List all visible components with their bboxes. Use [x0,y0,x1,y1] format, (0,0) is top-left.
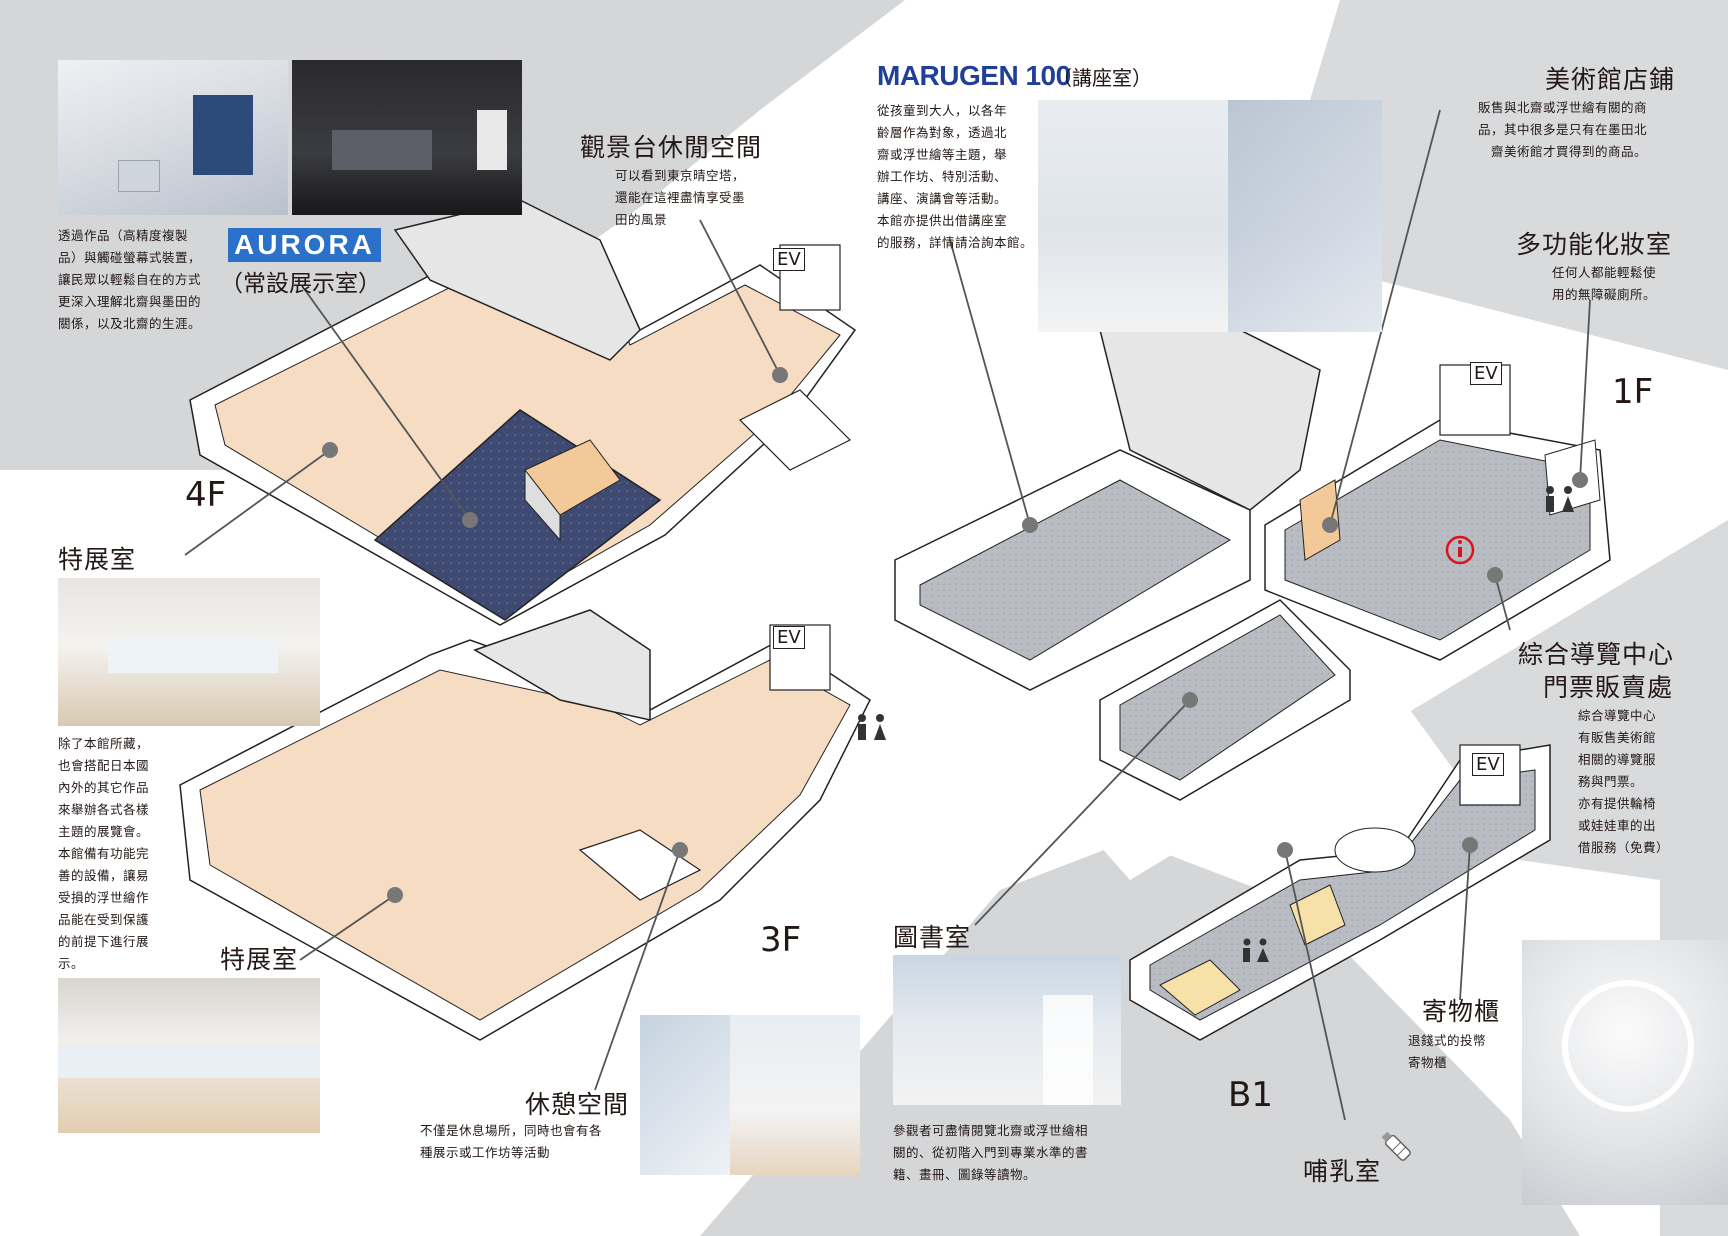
observation-lounge-description: 可以看到東京晴空塔，還能在這裡盡情享受墨田的風景 [615,168,746,227]
rest-area-description: 不僅是休息場所，同時也會有各種展示或工作坊等活動 [420,1123,603,1160]
library-title: 圖書室 [893,923,972,952]
museum-shop-description: 販售與北齋或浮世繪有關的商品，其中很多是只有在墨田北齋美術館才買得到的商品。 [1478,100,1648,159]
aurora-description: 透過作品（高精度複製品）與觸碰螢幕式裝置，讓民眾以輕鬆自在的方式更深入理解北齋與… [58,228,202,331]
aurora-photo-1 [58,60,288,215]
leader-lines [184,109,1591,1121]
plan-1f [894,309,1611,801]
info-icon [1445,535,1475,565]
toilet-icon [858,714,886,740]
special-room-4f-photo [58,578,320,726]
building-block-3f [473,609,651,721]
toilet-icon [1546,486,1574,512]
museum-shop-title: 美術館店鋪 [1545,65,1676,94]
plan-3f [179,609,871,1041]
info-center-description: 綜合導覽中心有販售美術館相關的導覽服務與門票。亦有提供輪椅或娃娃車的出借服務（免… [1578,708,1670,855]
powder-room-description: 任何人都能輕鬆使用的無障礙廁所。 [1552,265,1657,302]
ticket-office-title: 門票販賣處 [1543,673,1674,702]
observation-lounge-title: 觀景台休閒空間 [580,133,763,162]
aurora-subtitle: （常設展示室） [220,271,381,297]
leader-dots [322,367,1588,903]
floor-label-1f: 1F [1612,372,1654,412]
locker-description: 退錢式的投幣寄物櫃 [1408,1033,1487,1070]
marugen-subtitle: （講座室） [1052,66,1152,90]
locker-area [1159,959,1241,1016]
rest-area-photo [640,1015,860,1175]
special-room-3f-title: 特展室 [220,945,299,974]
powder-room-title: 多功能化妝室 [1516,230,1673,259]
aurora-logo: AURORA [228,228,381,262]
elevator-icon: EV [1472,753,1504,776]
marugen-logo: MARUGEN 100 [877,60,1071,91]
elevator-icon: EV [773,626,805,649]
library-description: 參觀者可盡情閱覽北齋或浮世繪相關的、從初階入門到專業水準的書籍、畫冊、圖錄等讀物… [893,1123,1089,1182]
info-center-title: 綜合導覽中心 [1518,640,1675,669]
special-room-4f-title: 特展室 [58,545,137,574]
floor-label-b1: B1 [1228,1075,1273,1115]
rest-area-title: 休憩空間 [525,1090,630,1119]
nursing-room-title: 哺乳室 [1303,1157,1382,1186]
elevator-icon: EV [1470,362,1502,385]
special-room-3f-photo [58,978,320,1133]
plan-4f [189,199,857,626]
marugen-photo [1038,100,1382,332]
floor-label-3f: 3F [760,920,802,960]
locker-title: 寄物櫃 [1422,997,1501,1026]
library-photo [893,955,1121,1105]
floor-label-4f: 4F [185,475,227,515]
aurora-photo-2 [292,60,522,215]
baby-bottle-icon [1381,1131,1411,1161]
background-shape-bottom [700,840,1580,1236]
spiral-stair-photo [1522,940,1728,1205]
special-room-3f-description: 除了本館所藏，也會搭配日本國內外的其它作品來舉辦各式各樣主題的展覽會。本館備有功… [58,736,150,971]
elevator-icon: EV [773,248,805,271]
marugen-description: 從孩童到大人，以各年齡層作為對象，透過北齋或浮世繪等主題，舉辦工作坊、特別活動、… [877,103,1034,250]
toilet-icon [1243,938,1269,962]
